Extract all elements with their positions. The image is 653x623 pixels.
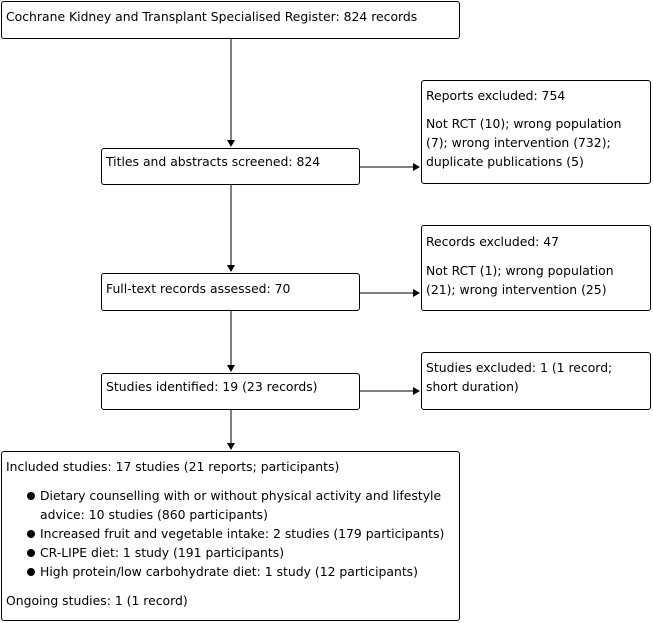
register-text: Cochrane Kidney and Transplant Specialis… [6,9,418,24]
screened-box: Titles and abstracts screened: 824 [101,148,360,185]
reports-excluded-line: Not RCT (10); wrong population [426,116,622,131]
reports-excluded-title: Reports excluded: 754 [426,88,566,103]
records-excluded-title: Records excluded: 47 [426,234,560,249]
included-box: Included studies: 17 studies (21 reports… [1,451,460,621]
studies-excluded-line: short duration) [426,379,519,394]
studies-excluded-box: Studies excluded: 1 (1 record; short dur… [421,352,651,410]
studies-excluded-line: Studies excluded: 1 (1 record; [426,360,613,375]
list-item-line: Increased fruit and vegetable intake: 2 … [40,526,445,541]
ongoing-studies: Ongoing studies: 1 (1 record) [6,593,188,608]
arrowhead-reports-excluded [413,163,420,171]
list-item: High protein/low carbohydrate diet: 1 st… [25,562,459,581]
included-title: Included studies: 17 studies (21 reports… [6,459,340,474]
arrowhead-fulltext [227,265,235,272]
included-study-list: Dietary counselling with or without phys… [25,486,459,581]
reports-excluded-line: (7); wrong intervention (732); [426,135,611,150]
records-excluded-line: Not RCT (1); wrong population [426,263,614,278]
arrowhead-screened [227,140,235,147]
arrowhead-records-excluded [413,289,420,297]
list-item: Dietary counselling with or without phys… [25,486,459,524]
bullet-icon [27,568,35,576]
list-item-line: advice: 10 studies (860 participants) [40,507,268,522]
records-excluded-line: (21); wrong intervention (25) [426,282,607,297]
arrowhead-identified [227,365,235,372]
bullet-icon [27,530,35,538]
list-item: Increased fruit and vegetable intake: 2 … [25,524,459,543]
records-excluded-box: Records excluded: 47 Not RCT (1); wrong … [421,225,651,311]
list-item: CR-LIPE diet: 1 study (191 participants) [25,543,459,562]
identified-box: Studies identified: 19 (23 records) [101,373,360,410]
bullet-icon [27,492,35,500]
screened-text: Titles and abstracts screened: 824 [106,154,321,169]
list-item-line: High protein/low carbohydrate diet: 1 st… [40,564,418,579]
bullet-icon [27,549,35,557]
fulltext-box: Full-text records assessed: 70 [101,273,360,311]
list-item-line: Dietary counselling with or without phys… [40,488,442,503]
reports-excluded-box: Reports excluded: 754 Not RCT (10); wron… [421,80,651,184]
arrowhead-studies-excluded [413,387,420,395]
fulltext-text: Full-text records assessed: 70 [106,281,291,296]
arrowhead-included [227,443,235,450]
reports-excluded-line: duplicate publications (5) [426,154,584,169]
register-box: Cochrane Kidney and Transplant Specialis… [1,1,460,39]
list-item-line: CR-LIPE diet: 1 study (191 participants) [40,545,285,560]
identified-text: Studies identified: 19 (23 records) [106,379,318,394]
